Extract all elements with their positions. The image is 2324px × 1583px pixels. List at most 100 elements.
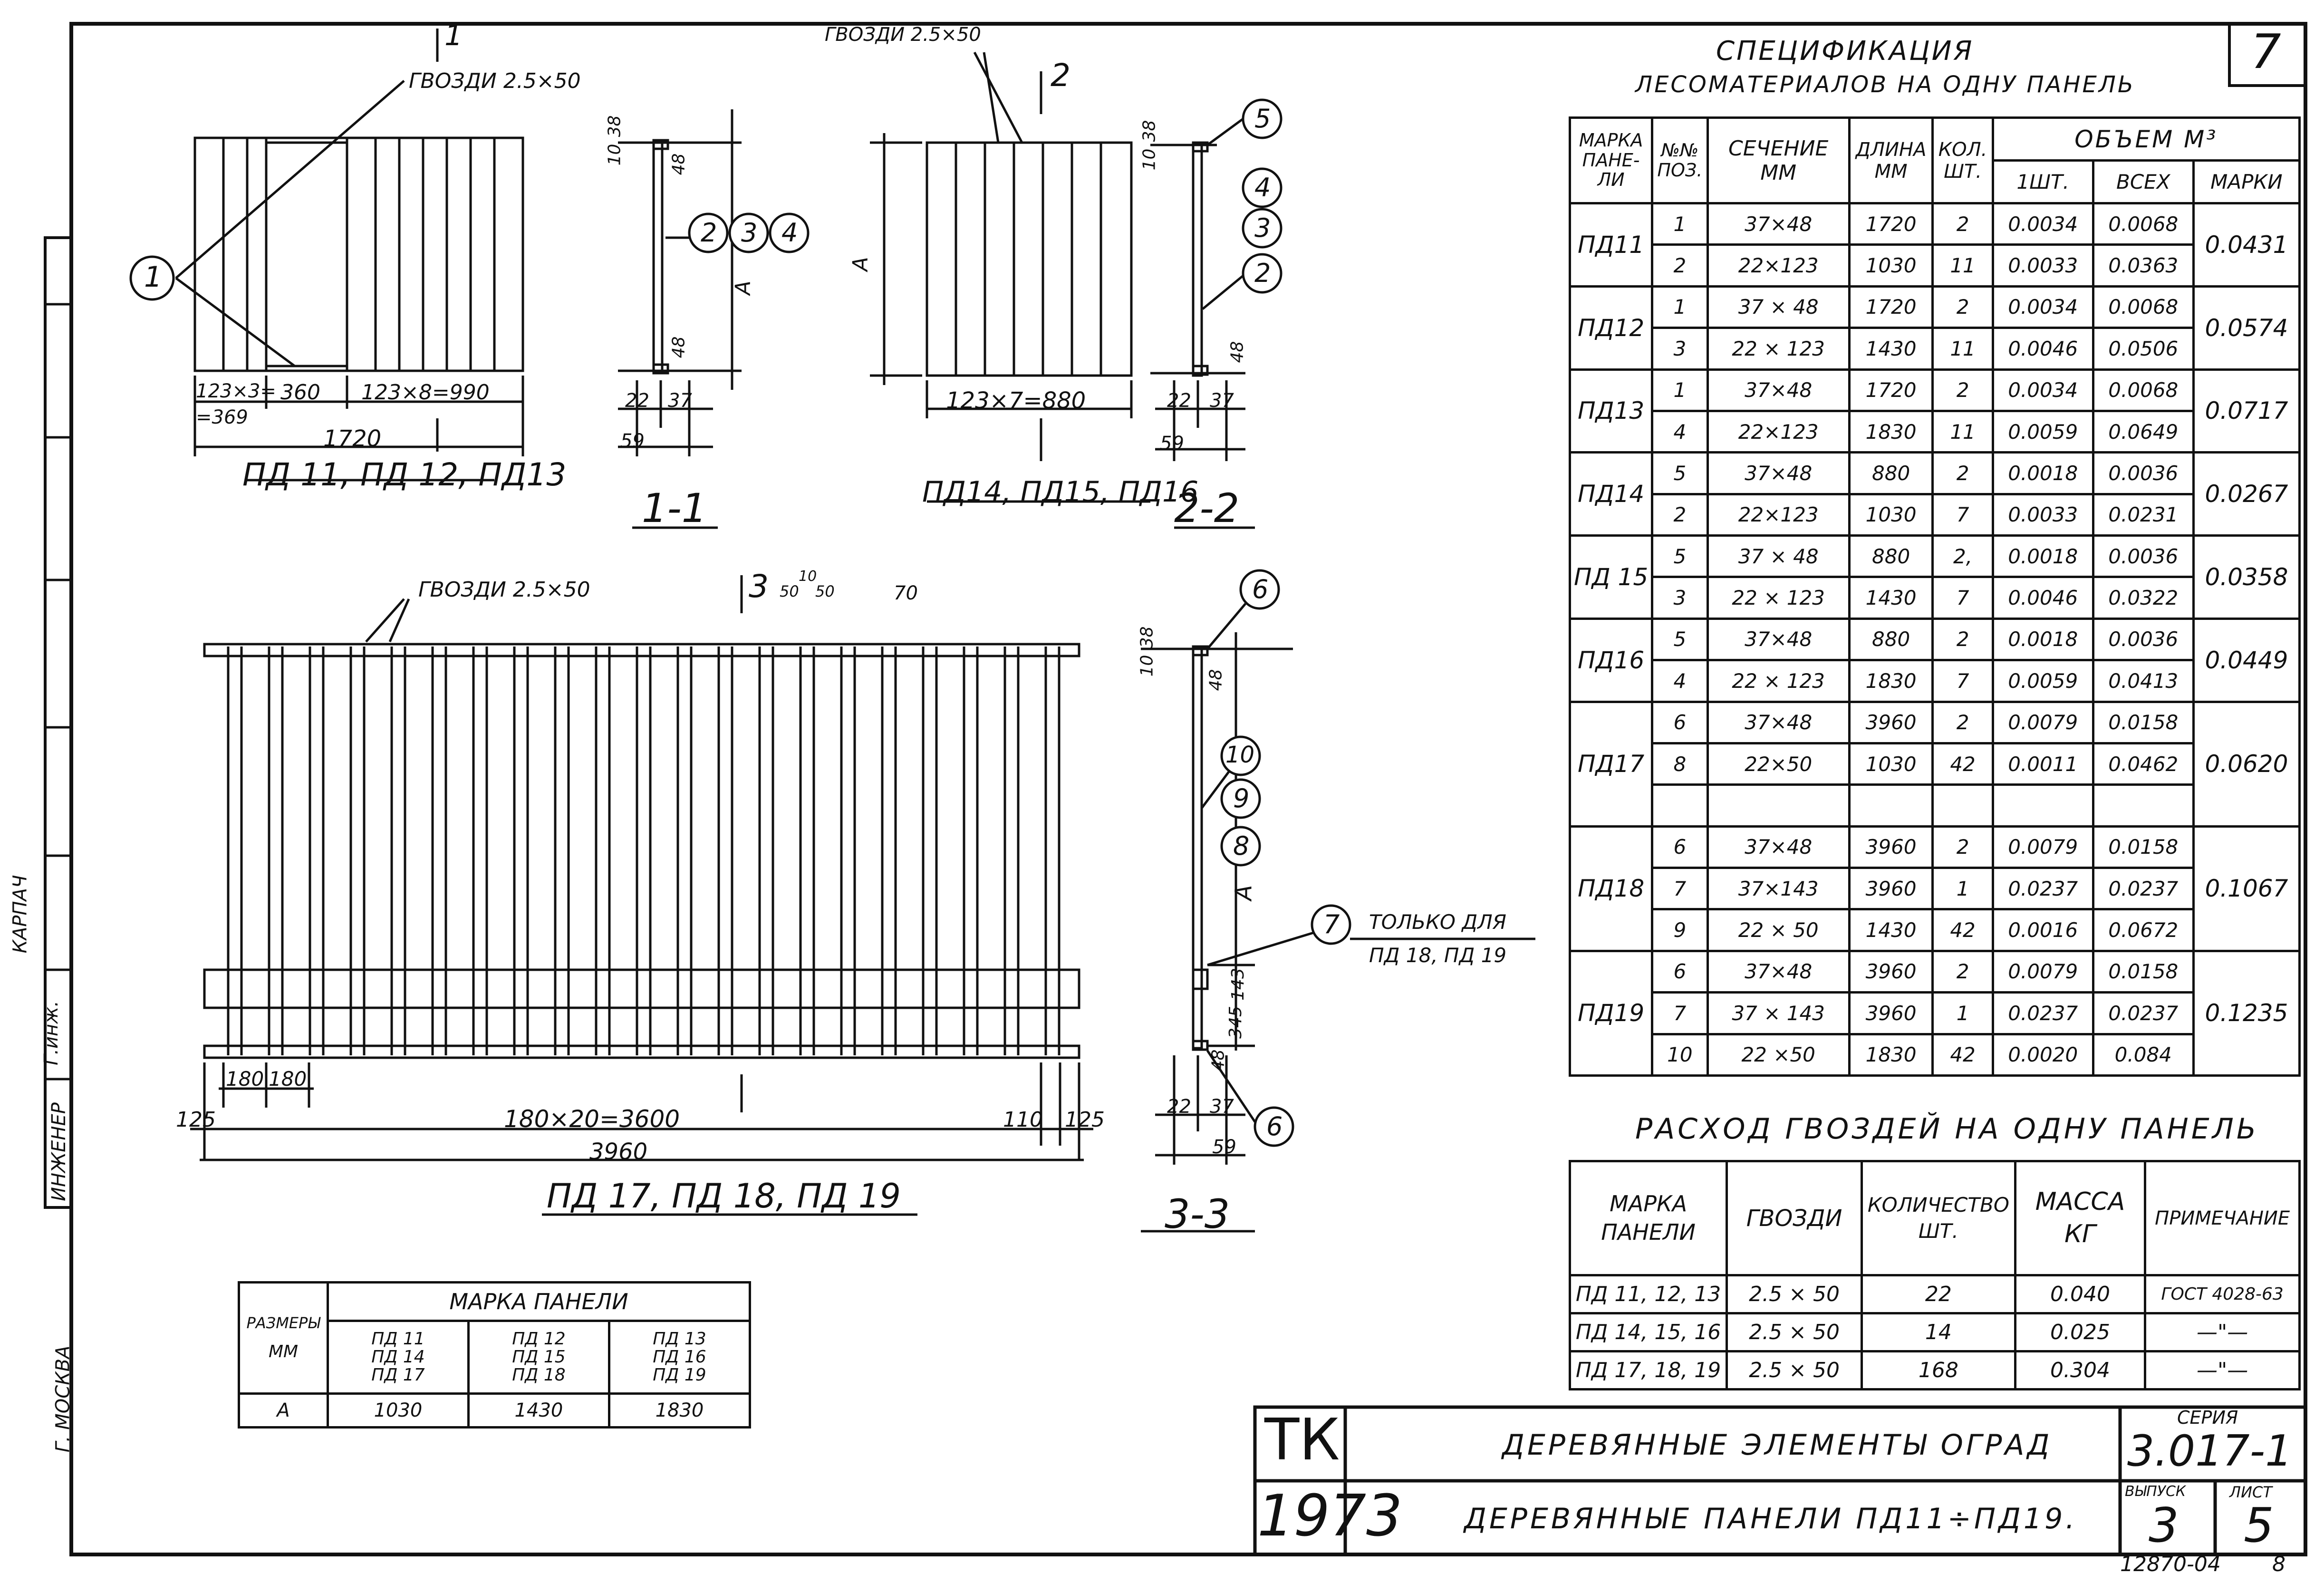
spec-cell-qty bbox=[1931, 783, 1994, 828]
spec-cell-qty: 42 bbox=[1931, 742, 1994, 786]
sizes-col-header2: ММ bbox=[268, 1342, 299, 1362]
nails-title: РАСХОД ГВОЗДЕЙ НА ОДНУ ПАНЕЛЬ bbox=[1635, 1112, 2259, 1146]
nails-row1-qty: 22 bbox=[1860, 1274, 2016, 1314]
spec-cell-qty: 2 bbox=[1931, 451, 1994, 495]
spec-cell-len: 1830 bbox=[1848, 409, 1934, 454]
caption-2-2: 2-2 bbox=[1174, 485, 1240, 531]
spec-title1: СПЕЦИФИКАЦИЯ bbox=[1716, 36, 1974, 67]
nails-row1-mass: 0.040 bbox=[2014, 1274, 2147, 1314]
spec-cell-qty: 11 bbox=[1931, 243, 1994, 288]
nails-row1-nails: 2.5 × 50 bbox=[1726, 1274, 1863, 1314]
mark-pd19: ПД 19 bbox=[653, 1365, 706, 1385]
spec-cell-v1: 0.0011 bbox=[1991, 742, 2094, 786]
spec-cell-len: 1720 bbox=[1848, 368, 1934, 412]
spec-cell-sec: 37 × 48 bbox=[1706, 534, 1851, 579]
spec-cell-len: 1030 bbox=[1848, 243, 1934, 288]
size-A-1: 1030 bbox=[327, 1392, 470, 1429]
s33-callout-7: 7 bbox=[1323, 909, 1340, 939]
spec-cell-vall: 0.0237 bbox=[2092, 991, 2195, 1035]
spec-cell-pos: 2 bbox=[1651, 492, 1709, 537]
sizes-group-header: МАРКА ПАНЕЛИ bbox=[327, 1281, 751, 1322]
spec-mark: ПД13 bbox=[1568, 368, 1654, 454]
dim-gap: 360 bbox=[280, 380, 320, 405]
spec-cell-qty: 2 bbox=[1931, 202, 1994, 246]
nails-label-3: ГВОЗДИ 2.5×50 bbox=[418, 578, 590, 602]
nails-row2-mark: ПД 14, 15, 16 bbox=[1568, 1312, 1728, 1352]
spec-cell-len: 1430 bbox=[1848, 908, 1934, 952]
spec-cell-len: 1030 bbox=[1848, 742, 1934, 786]
s11-dim-22: 22 bbox=[625, 390, 649, 412]
spec-cell-len: 3960 bbox=[1848, 949, 1934, 994]
nails-row1-note: ГОСТ 4028-63 bbox=[2144, 1274, 2301, 1314]
dim-110: 110 bbox=[1003, 1108, 1043, 1132]
tb-issue: 3 bbox=[2149, 1497, 2179, 1553]
sheet-number: 7 bbox=[2251, 24, 2281, 79]
spec-cell-v1: 0.0018 bbox=[1991, 451, 2094, 495]
spec-cell-vall: 0.0158 bbox=[2092, 949, 2195, 994]
spec-cell-pos: 1 bbox=[1651, 368, 1709, 412]
spec-cell-qty: 7 bbox=[1931, 659, 1994, 703]
spec-cell-pos: 10 bbox=[1651, 1033, 1709, 1077]
spec-total: 0.1235 bbox=[2192, 949, 2301, 1077]
nails-row2-mass: 0.025 bbox=[2014, 1312, 2147, 1352]
spec-cell-v1: 0.0034 bbox=[1991, 202, 2094, 246]
spec-cell-v1: 0.0034 bbox=[1991, 368, 2094, 412]
spec-cell-pos: 7 bbox=[1651, 991, 1709, 1035]
tb-year: 1973 bbox=[1257, 1483, 1403, 1549]
spec-cell-pos: 2 bbox=[1651, 243, 1709, 288]
spec-cell-len: 1430 bbox=[1848, 327, 1934, 371]
tb-sheet: 5 bbox=[2244, 1497, 2274, 1553]
dim-left1: 123×3= bbox=[196, 380, 276, 402]
spec-h-qty: КОЛ. ШТ. bbox=[1931, 116, 1994, 204]
spec-mark: ПД16 bbox=[1568, 617, 1654, 703]
spec-cell-len bbox=[1848, 783, 1934, 828]
spec-cell-pos: 4 bbox=[1651, 409, 1709, 454]
spec-cell-qty: 2, bbox=[1931, 534, 1994, 579]
tb-series-label: СЕРИЯ bbox=[2177, 1407, 2238, 1428]
spec-cell-sec: 22×50 bbox=[1706, 742, 1851, 786]
tb-org: ТК bbox=[1264, 1407, 1340, 1473]
spec-cell-pos: 6 bbox=[1651, 700, 1709, 744]
spec-cell-len: 1830 bbox=[1848, 1033, 1934, 1077]
spec-cell-qty: 2 bbox=[1931, 825, 1994, 869]
s22-dim-22: 22 bbox=[1167, 390, 1191, 412]
mark-pd15: ПД 15 bbox=[512, 1347, 566, 1367]
spec-cell-sec: 22 × 123 bbox=[1706, 576, 1851, 620]
spec-total: 0.0449 bbox=[2192, 617, 2301, 703]
spec-cell-v1: 0.0020 bbox=[1991, 1033, 2094, 1077]
spec-cell-len: 1430 bbox=[1848, 576, 1934, 620]
spec-cell-pos: 6 bbox=[1651, 949, 1709, 994]
spec-cell-v1: 0.0079 bbox=[1991, 949, 2094, 994]
tb-issue-label: ВЫПУСК bbox=[2125, 1483, 2186, 1500]
spec-cell-vall: 0.0462 bbox=[2092, 742, 2195, 786]
spec-cell-sec: 22 × 50 bbox=[1706, 908, 1851, 952]
s33-callout-6b: 6 bbox=[1266, 1111, 1283, 1141]
tb-series: 3.017-1 bbox=[2127, 1426, 2293, 1476]
spec-cell-pos: 4 bbox=[1651, 659, 1709, 703]
s33-dim-22: 22 bbox=[1167, 1096, 1191, 1118]
s33-callout-6a: 6 bbox=[1252, 574, 1269, 604]
spec-cell-vall bbox=[2092, 783, 2195, 828]
nails-h-mark: МАРКА ПАНЕЛИ bbox=[1568, 1160, 1728, 1276]
dim-total-3960: 3960 bbox=[589, 1139, 648, 1165]
spec-cell-sec: 22 × 123 bbox=[1706, 659, 1851, 703]
spec-cell-pos: 5 bbox=[1651, 534, 1709, 579]
spec-cell-vall: 0.0506 bbox=[2092, 327, 2195, 371]
tb-name1: ДЕРЕВЯННЫЕ ЭЛЕМЕНТЫ ОГРАД bbox=[1502, 1429, 2053, 1462]
spec-cell-len: 1030 bbox=[1848, 492, 1934, 537]
spec-cell-qty: 11 bbox=[1931, 327, 1994, 371]
spec-cell-len: 3960 bbox=[1848, 700, 1934, 744]
spec-cell-v1: 0.0033 bbox=[1991, 243, 2094, 288]
mark-pd12: ПД 12 bbox=[512, 1329, 566, 1349]
spec-cell-pos: 5 bbox=[1651, 451, 1709, 495]
s11-callout-2: 2 bbox=[701, 218, 717, 248]
